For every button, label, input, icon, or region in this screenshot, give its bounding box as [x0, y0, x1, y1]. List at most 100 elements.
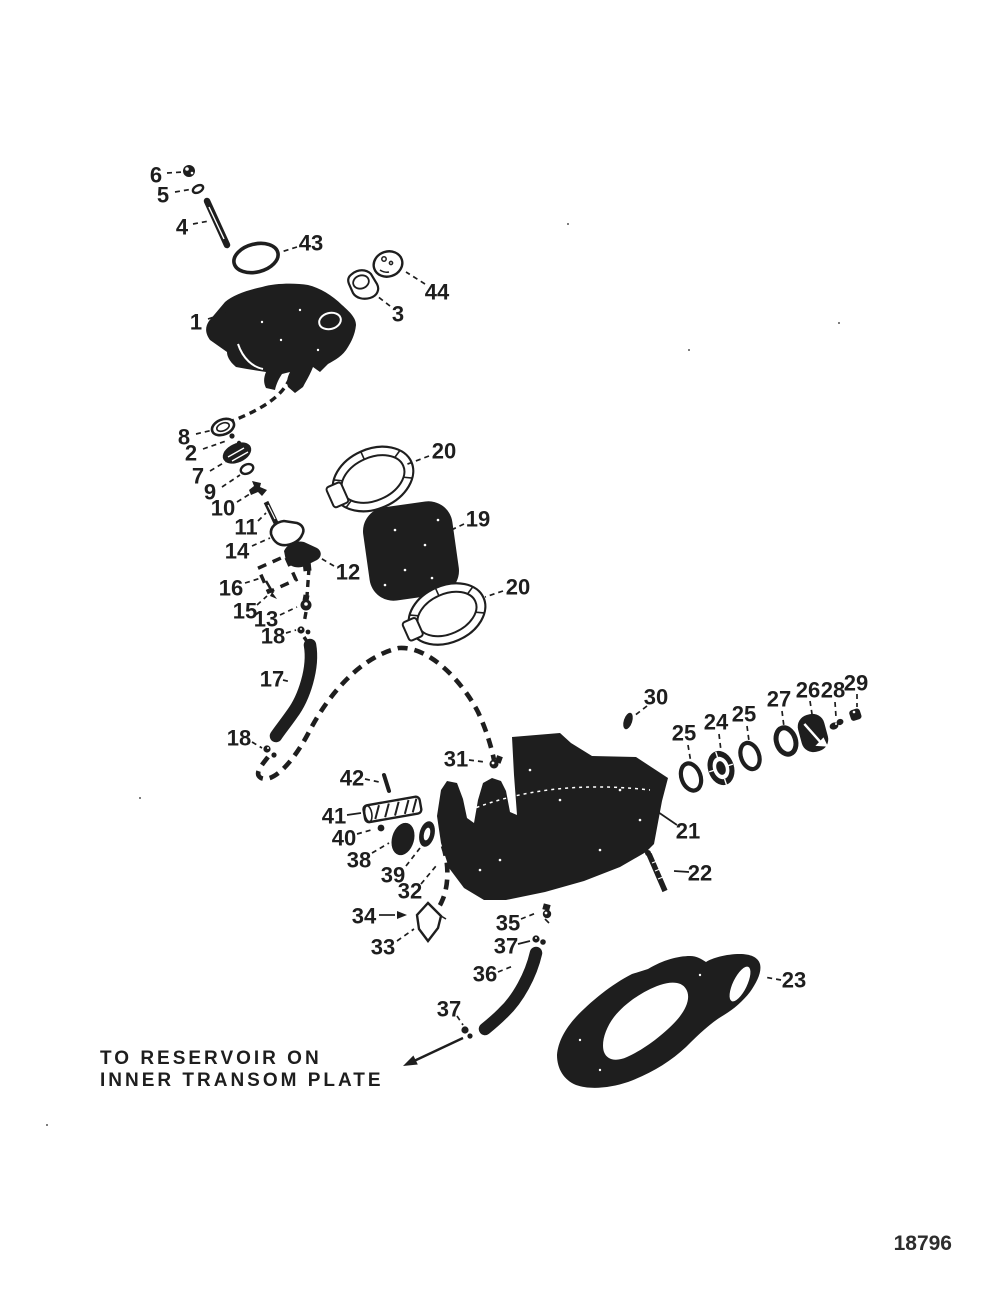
part-label-43: 43 — [299, 231, 323, 256]
part-leader-15 — [256, 595, 268, 606]
part-leader-26 — [809, 700, 813, 715]
part-leader-33 — [396, 928, 415, 942]
part-label-20b: 20 — [506, 575, 530, 600]
part-7-valve-body — [222, 442, 252, 464]
part-23-bracket — [557, 954, 761, 1088]
part-leader-18a — [285, 629, 297, 634]
part-label-16: 16 — [219, 576, 243, 601]
part-label-10: 10 — [211, 496, 235, 521]
part-label-29: 29 — [844, 671, 868, 696]
part-26-bearing — [797, 713, 829, 753]
part-31-fitting — [489, 755, 503, 769]
part-3-cup — [347, 269, 380, 300]
part-44-coupling — [372, 250, 404, 278]
part-43-oring — [232, 241, 280, 275]
part-label-27: 27 — [767, 687, 791, 712]
part-6-cap-nut — [183, 165, 195, 177]
part-label-4: 4 — [176, 215, 189, 240]
part-leader-39 — [405, 847, 421, 867]
part-42-pin — [382, 773, 391, 793]
part-label-5: 5 — [157, 183, 169, 208]
part-label-44: 44 — [425, 280, 450, 305]
note-line-2: INNER TRANSOM PLATE — [100, 1070, 384, 1091]
part-label-23: 23 — [782, 968, 806, 993]
part-label-21: 21 — [676, 819, 700, 844]
part-leader-28 — [834, 701, 837, 718]
part-leader-22 — [673, 870, 690, 873]
part-14-gasket — [269, 519, 305, 547]
part-35-fitting — [542, 903, 552, 924]
part-leader-25b — [746, 725, 750, 742]
part-41-cylinder — [362, 795, 423, 824]
drawing-number: 18796 — [894, 1232, 952, 1255]
part-20-clamp-lower — [401, 582, 487, 646]
part-40-ball — [377, 824, 385, 832]
part-label-2: 2 — [185, 441, 197, 466]
part-leader-31 — [468, 759, 486, 763]
part-29-cap — [849, 708, 862, 721]
part-leader-38 — [371, 842, 390, 854]
part-leader-42 — [364, 778, 380, 783]
part-25-oring-right — [738, 740, 762, 772]
part-20-clamp-upper — [325, 445, 415, 513]
part-label-25b: 25 — [732, 702, 756, 727]
part-13-fitting — [300, 594, 312, 611]
part-label-6: 6 — [150, 163, 162, 188]
part-label-18b: 18 — [227, 726, 251, 751]
part-18-fitting-upper — [297, 626, 311, 635]
note-line-1: TO RESERVOIR ON — [100, 1048, 322, 1069]
part-30-pin — [623, 712, 633, 730]
part-39-ring — [419, 821, 435, 847]
part-17-hose — [269, 638, 318, 743]
part-leader-37a — [517, 940, 531, 945]
part-leader-6 — [166, 171, 184, 174]
part-leader-21 — [657, 811, 678, 826]
dashed-link-pump-to-seal — [231, 377, 292, 423]
part-label-26: 26 — [796, 678, 820, 703]
part-label-34: 34 — [352, 904, 377, 929]
part-28-washer — [829, 718, 844, 730]
part-37-fitting-lower — [461, 1026, 473, 1039]
part-33-plate — [415, 901, 447, 943]
part-label-31: 31 — [444, 747, 468, 772]
part-label-36: 36 — [473, 962, 497, 987]
part-24-bearing — [707, 750, 735, 786]
part-leader-24 — [718, 733, 722, 752]
part-25-oring-left — [678, 761, 704, 793]
part-leader-18b — [251, 741, 263, 749]
part-label-24: 24 — [704, 710, 729, 735]
part-leader-35 — [520, 912, 537, 920]
part-leader-4 — [192, 220, 210, 225]
part-label-41: 41 — [322, 804, 346, 829]
part-5-oring — [191, 183, 205, 195]
part-19-filter — [363, 501, 459, 601]
part-label-39: 39 — [381, 863, 405, 888]
part-label-14: 14 — [225, 539, 250, 564]
part-leader-20b — [484, 590, 504, 598]
part-leader-40 — [356, 829, 372, 835]
part-label-3: 3 — [392, 302, 404, 327]
part-label-19: 19 — [466, 507, 490, 532]
part-15-pin — [264, 580, 277, 599]
part-22-screw — [645, 850, 668, 893]
part-label-9: 9 — [204, 480, 216, 505]
part-16-bracket — [255, 553, 299, 595]
part-label-30: 30 — [644, 685, 668, 710]
part-label-11: 11 — [234, 515, 257, 540]
part-labels-layer: 6544344318279101114121615131817182019203… — [150, 163, 868, 1026]
part-leader-36 — [497, 965, 514, 973]
part-label-28: 28 — [821, 678, 845, 703]
part-label-13: 13 — [254, 607, 278, 632]
part-18-fitting-lower — [263, 745, 277, 758]
part-37-fitting-upper — [532, 935, 546, 945]
part-label-35: 35 — [496, 911, 520, 936]
part-8-seal-ring — [210, 417, 236, 437]
part-leader-32 — [420, 865, 437, 885]
part-leader-19 — [448, 523, 465, 532]
part-label-42: 42 — [340, 766, 364, 791]
part-leader-10 — [236, 491, 254, 503]
hidden-hose-route-lower — [432, 845, 450, 914]
part-4-rod — [203, 197, 231, 249]
part-label-22: 22 — [688, 861, 712, 886]
